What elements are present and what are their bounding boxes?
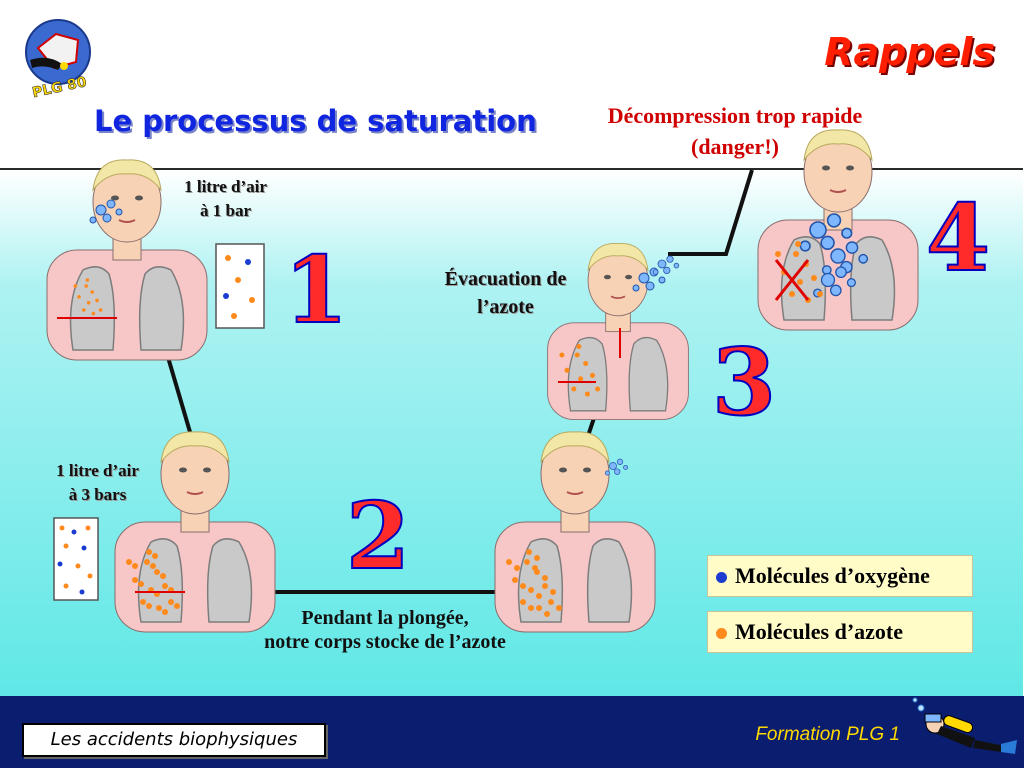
footer-course-title: Les accidents biophysiques [22, 723, 326, 757]
label-evacuation: Évacuation de l’azote [418, 265, 593, 321]
connector-3-4 [668, 169, 754, 256]
legend-nitrogen: Molécules d’azote [707, 611, 973, 653]
label-step-2-line-2: à 3 bars [68, 485, 127, 504]
page-title: Rappels [824, 30, 995, 74]
step-number-3: 3 [712, 328, 776, 436]
step-number-2: 2 [346, 482, 410, 590]
label-step-1-line-2: à 1 bar [200, 201, 251, 220]
legend-nitrogen-label: Molécules d’azote [735, 619, 903, 644]
oxygen-dot-icon [716, 571, 727, 583]
gas-sample-3-bars [53, 517, 99, 601]
page-subtitle: Le processus de saturation [94, 104, 537, 138]
plg80-logo: PLG 80 [18, 18, 98, 102]
legend-oxygen: Molécules d’oxygène [707, 555, 973, 597]
figure-dive [494, 430, 656, 633]
logo-graphic: PLG 80 [25, 19, 91, 102]
step-number-1: 1 [284, 236, 348, 344]
footer-formation-label: Formation PLG 1 [755, 724, 900, 745]
step-number-4: 4 [926, 184, 990, 292]
danger-label: Décompression trop rapide (danger!) [575, 100, 895, 162]
diver-icon [905, 694, 1020, 764]
gas-sample-1-bar [215, 243, 265, 329]
figure-step-2 [114, 430, 276, 633]
label-step-1-line-1: 1 litre d’air [184, 177, 267, 196]
label-step-1: 1 litre d’air à 1 bar [158, 175, 293, 223]
label-step-2: 1 litre d’air à 3 bars [30, 459, 165, 507]
label-dive-line-2: notre corps stocke de l’azote [264, 631, 506, 653]
danger-line-2: (danger!) [691, 134, 779, 159]
label-step-2-line-1: 1 litre d’air [56, 461, 139, 480]
diver-graphic [912, 697, 1017, 754]
nitrogen-dot-icon [716, 627, 727, 639]
legend-oxygen-label: Molécules d’oxygène [735, 563, 930, 588]
label-dive: Pendant la plongée, notre corps stocke d… [205, 606, 565, 654]
figure-step-3 [546, 242, 690, 421]
label-dive-line-1: Pendant la plongée, [301, 607, 469, 629]
figure-step-1 [46, 158, 208, 361]
label-evacuation-line-1: Évacuation de [444, 268, 567, 290]
figure-step-4 [757, 128, 919, 331]
label-evacuation-line-2: l’azote [477, 296, 534, 318]
danger-line-1: Décompression trop rapide [607, 103, 863, 128]
